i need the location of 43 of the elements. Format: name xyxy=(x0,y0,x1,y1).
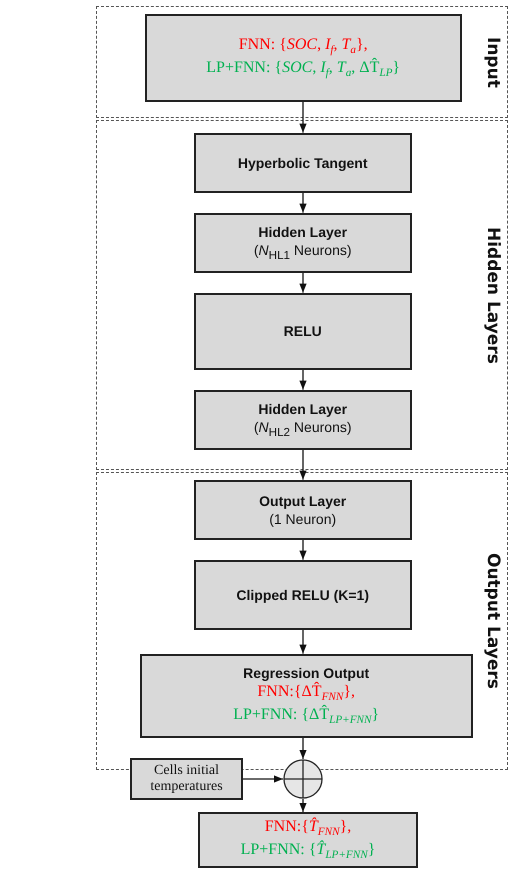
process-box xyxy=(194,390,412,450)
process-box xyxy=(144,14,462,102)
box-text: (N$_{HL1}$ Neurons) xyxy=(254,240,352,263)
box-title: Hidden Layer xyxy=(258,400,348,418)
layer-group-band xyxy=(96,6,508,118)
formula-text: LP+FNN: {ΔT̂$_{LP+FNN}$} xyxy=(233,704,380,728)
summing-junction xyxy=(283,759,323,799)
box-title: Hyperbolic Tangent xyxy=(238,154,368,172)
arrow xyxy=(299,102,307,133)
box-title: Clipped RELU (K=1) xyxy=(236,586,369,604)
layer-group-band xyxy=(96,120,508,470)
process-box xyxy=(194,292,412,370)
formula-text: LP+FNN: {SOC, I$_{f}$, T$_{a}$, ΔT̂$_{LP}$} xyxy=(206,58,400,80)
arrow xyxy=(299,630,307,654)
arrow xyxy=(299,370,307,390)
arrow xyxy=(299,738,307,759)
arrow xyxy=(299,450,307,480)
arrow xyxy=(299,192,307,213)
process-box xyxy=(194,132,412,193)
process-box xyxy=(194,560,412,630)
group-label: Input xyxy=(483,36,503,88)
box-title: RELU xyxy=(284,322,322,340)
box-text: (N$_{HL2}$ Neurons) xyxy=(254,418,352,440)
process-box xyxy=(130,758,243,800)
arrow xyxy=(299,272,307,293)
arrow xyxy=(243,775,283,783)
box-title: Hidden Layer xyxy=(258,222,348,241)
arrow xyxy=(299,540,307,560)
box-text: Cells initial temperatures xyxy=(149,763,224,795)
process-box xyxy=(140,654,473,738)
arrow xyxy=(299,799,307,812)
group-label: Hidden Layers xyxy=(483,226,503,364)
box-text: (1 Neuron) xyxy=(269,510,336,528)
process-box xyxy=(194,480,412,540)
formula-text: FNN:{ΔT̂$_{FNN}$}, xyxy=(257,682,356,704)
formula-text: FNN:{T̂$_{FNN}$}, xyxy=(264,817,352,840)
process-box xyxy=(194,212,412,273)
box-title: Output Layer xyxy=(259,492,346,510)
formula-text: LP+FNN: {T̂$_{LP+FNN}$} xyxy=(240,840,376,863)
group-label: Output Layers xyxy=(483,553,503,689)
process-box xyxy=(198,812,418,868)
formula-text: FNN: {SOC, I$_{f}$, T$_{a}$}, xyxy=(238,34,368,58)
box-title: Regression Output xyxy=(243,664,370,682)
